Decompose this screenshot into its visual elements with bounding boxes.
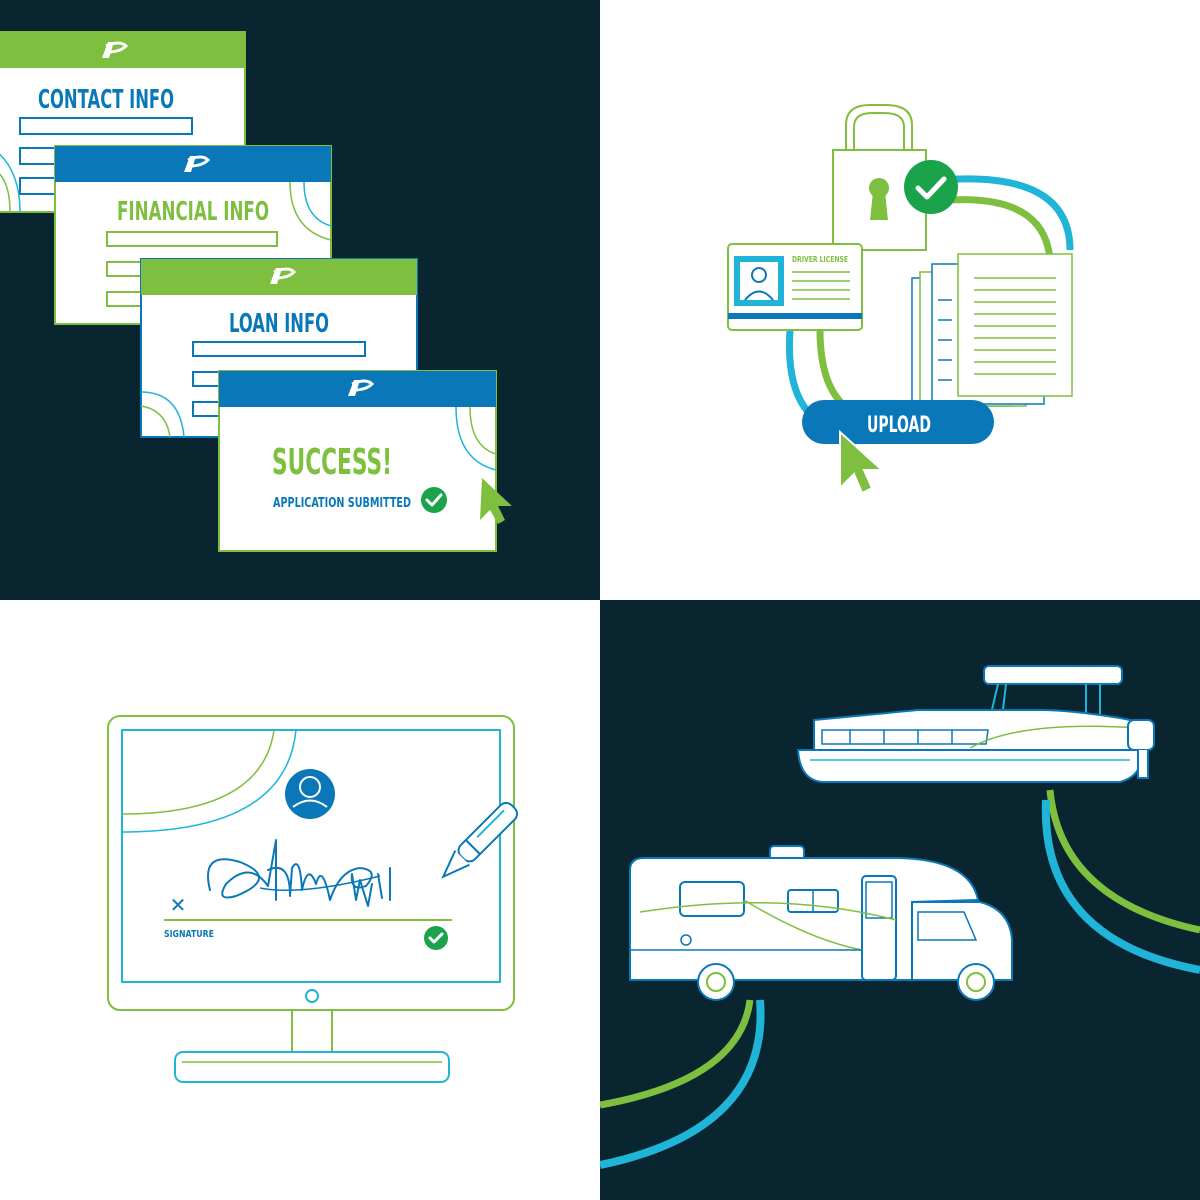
pen-icon	[441, 802, 518, 879]
forms-quadrant: CONTACT INFO FINANCIAL INFO	[0, 0, 600, 600]
brand-logo-icon	[270, 267, 297, 284]
lock-check-icon	[904, 160, 958, 214]
brand-logo-icon	[102, 41, 129, 58]
upload-button-label: UPLOAD	[867, 413, 931, 438]
financial-field-1[interactable]	[106, 231, 278, 247]
check-icon	[421, 487, 447, 513]
brand-logo-icon	[184, 155, 211, 172]
contact-field-1[interactable]	[19, 117, 193, 135]
outboard-motor-icon	[1127, 719, 1155, 779]
contact-info-window: CONTACT INFO	[0, 31, 246, 213]
power-button-icon	[305, 989, 319, 1003]
upload-button[interactable]: UPLOAD	[802, 400, 994, 444]
driver-license-card: DRIVER LICENSE	[727, 243, 863, 331]
signature-label: SIGNATURE	[164, 929, 214, 940]
document-stack-icon	[911, 253, 1073, 407]
cursor-arrow-icon	[839, 429, 885, 495]
upload-quadrant: DRIVER LICENSE	[600, 0, 1200, 600]
motorhome-icon	[629, 845, 1013, 1001]
driver-license-label: DRIVER LICENSE	[792, 255, 848, 264]
user-avatar-icon	[285, 769, 335, 819]
rv-door	[861, 875, 897, 981]
loan-info-title: LOAN INFO	[229, 309, 329, 339]
success-title: SUCCESS!	[272, 442, 392, 483]
loan-field-1[interactable]	[192, 341, 366, 357]
signature-quadrant: ✕ SIGNATURE	[0, 600, 600, 1200]
application-submitted-text: APPLICATION SUBMITTED	[273, 496, 411, 511]
contact-info-title: CONTACT INFO	[38, 85, 174, 115]
vehicles-quadrant	[600, 600, 1200, 1200]
front-wheel-icon	[957, 963, 995, 1001]
rear-wheel-icon	[697, 963, 735, 1001]
success-window: SUCCESS! APPLICATION SUBMITTED	[218, 370, 512, 552]
financial-info-title: FINANCIAL INFO	[117, 197, 269, 227]
signature-x-mark: ✕	[170, 893, 187, 917]
brand-logo-icon	[348, 379, 375, 396]
signature-check-icon	[424, 926, 448, 950]
cursor-arrow-icon	[480, 478, 512, 524]
pontoon-boat-icon	[796, 665, 1155, 783]
signature-scribble	[207, 839, 391, 907]
